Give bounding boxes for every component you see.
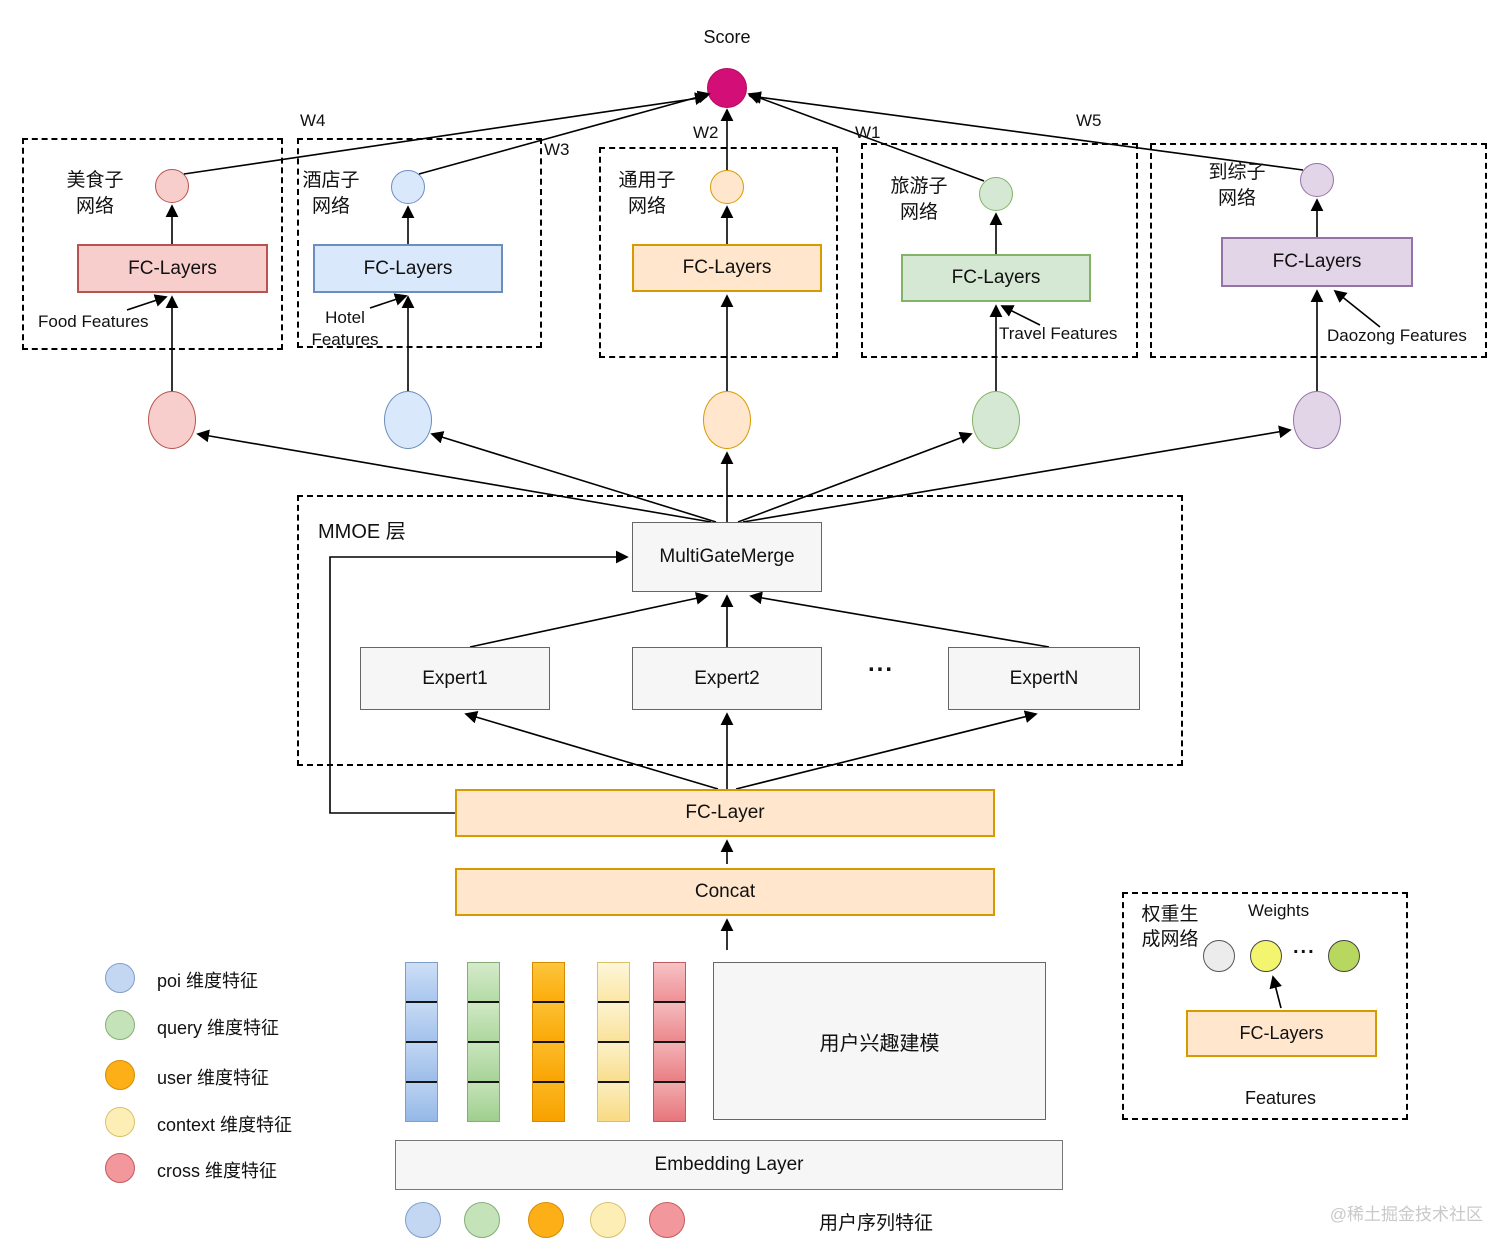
daozong-features-label: Daozong Features: [1327, 326, 1467, 345]
expert1-box: Expert1: [360, 647, 550, 710]
legend-label-poi: poi 维度特征: [157, 971, 259, 991]
subnetwork-food-title: 美食子网络: [66, 170, 124, 217]
score-node: [707, 68, 747, 108]
weight-generator-features-label: Features: [1245, 1088, 1317, 1108]
hotel-task-input-node: [384, 391, 432, 449]
stack-segment: [654, 1041, 685, 1081]
stack-segment: [468, 963, 499, 1001]
subnetwork-hotel-title: 酒店子网络: [302, 170, 360, 217]
legend-label-cross: cross 维度特征: [157, 1161, 278, 1181]
stack-segment: [654, 1001, 685, 1041]
daozong-output-node: [1300, 163, 1334, 197]
travel-features-label: Travel Features: [999, 324, 1118, 343]
embedding-layer-box: Embedding Layer: [395, 1140, 1063, 1190]
stack-segment: [654, 1081, 685, 1121]
feature-stack-context: [597, 962, 630, 1122]
weight-node-yellow: [1250, 940, 1282, 972]
hotel-fc-layers-box: FC-Layers: [313, 244, 503, 293]
sequence-node-context: [590, 1202, 626, 1238]
stack-segment: [533, 963, 564, 1001]
subnetwork-daozong-box: [1150, 143, 1487, 358]
subnetwork-food-box: [22, 138, 283, 350]
hotel-output-node: [391, 170, 425, 204]
stack-segment: [468, 1001, 499, 1041]
watermark: @稀土掘金技术社区: [1329, 1205, 1483, 1224]
mmoe-layer-title: MMOE 层: [318, 521, 406, 543]
sequence-node-user: [528, 1202, 564, 1238]
general-task-input-node: [703, 391, 751, 449]
user-sequence-label: 用户序列特征: [819, 1213, 934, 1234]
subnetwork-general-box: [599, 147, 838, 358]
weight-node-green: [1328, 940, 1360, 972]
sequence-node-poi: [405, 1202, 441, 1238]
weights-label: Weights: [1248, 901, 1310, 920]
stack-segment: [533, 1081, 564, 1121]
stack-segment: [533, 1041, 564, 1081]
subnetwork-general-title: 通用子网络: [618, 170, 676, 217]
sequence-node-query: [464, 1202, 500, 1238]
experts-ellipsis: ...: [868, 650, 895, 677]
stack-segment: [598, 1041, 629, 1081]
stack-segment: [468, 1081, 499, 1121]
weights-ellipsis: ...: [1293, 936, 1316, 958]
general-fc-layers-box: FC-Layers: [632, 244, 822, 292]
weight-generator-fc-layers-box: FC-Layers: [1186, 1010, 1377, 1057]
score-label: Score: [703, 27, 751, 47]
legend-swatch-query: [105, 1010, 135, 1040]
general-output-node: [710, 170, 744, 204]
sequence-node-cross: [649, 1202, 685, 1238]
stack-segment: [406, 963, 437, 1001]
stack-segment: [654, 963, 685, 1001]
gate-weight-label-w3: W3: [544, 140, 570, 159]
weight-generator-box: [1122, 892, 1408, 1120]
daozong-fc-layers-box: FC-Layers: [1221, 237, 1413, 287]
stack-segment: [406, 1041, 437, 1081]
travel-task-input-node: [972, 391, 1020, 449]
legend-swatch-poi: [105, 963, 135, 993]
gate-weight-label-w1: W1: [855, 123, 881, 142]
feature-stack-user: [532, 962, 565, 1122]
feature-stack-poi: [405, 962, 438, 1122]
subnetwork-daozong-title: 到综子网络: [1208, 162, 1266, 209]
stack-segment: [406, 1001, 437, 1041]
legend-swatch-user: [105, 1060, 135, 1090]
daozong-task-input-node: [1293, 391, 1341, 449]
gate-weight-label-w5: W5: [1076, 111, 1102, 130]
feature-stack-cross: [653, 962, 686, 1122]
legend-label-user: user 维度特征: [157, 1068, 270, 1088]
stack-segment: [598, 963, 629, 1001]
expert2-box: Expert2: [632, 647, 822, 710]
food-task-input-node: [148, 391, 196, 449]
hotel-features-label: Hotel Features: [311, 308, 379, 350]
multigatemerge-box: MultiGateMerge: [632, 522, 822, 592]
expertN-box: ExpertN: [948, 647, 1140, 710]
legend-label-context: context 维度特征: [157, 1115, 293, 1135]
stack-segment: [598, 1081, 629, 1121]
fc-layer-box: FC-Layer: [455, 789, 995, 837]
concat-box: Concat: [455, 868, 995, 916]
gate-weight-label-w4: W4: [300, 111, 326, 130]
travel-fc-layers-box: FC-Layers: [901, 254, 1091, 302]
stack-segment: [533, 1001, 564, 1041]
food-output-node: [155, 169, 189, 203]
legend-label-query: query 维度特征: [157, 1018, 280, 1038]
weight-generator-title: 权重生成网络: [1141, 904, 1199, 950]
food-features-label: Food Features: [38, 312, 149, 331]
user-interest-modeling-box: 用户兴趣建模: [713, 962, 1046, 1120]
travel-output-node: [979, 177, 1013, 211]
stack-segment: [406, 1081, 437, 1121]
weight-node-gray: [1203, 940, 1235, 972]
subnetwork-travel-title: 旅游子网络: [890, 176, 948, 223]
stack-segment: [598, 1001, 629, 1041]
legend-swatch-context: [105, 1107, 135, 1137]
stack-segment: [468, 1041, 499, 1081]
gate-weight-label-w2: W2: [693, 123, 719, 142]
feature-stack-query: [467, 962, 500, 1122]
food-fc-layers-box: FC-Layers: [77, 244, 268, 293]
legend-swatch-cross: [105, 1153, 135, 1183]
